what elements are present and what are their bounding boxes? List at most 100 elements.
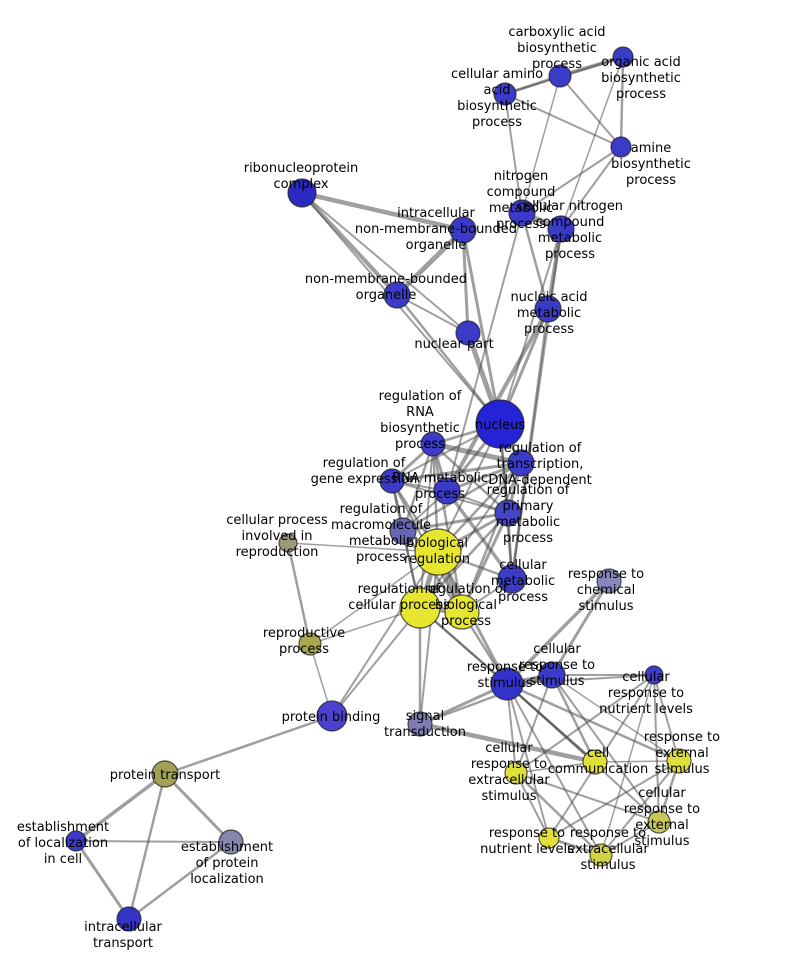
- node-crnutr[interactable]: [644, 665, 664, 685]
- node-crext[interactable]: [647, 810, 671, 834]
- node-pbind[interactable]: [316, 700, 348, 732]
- edge-crextra-crext[interactable]: [515, 772, 660, 823]
- edge-bioreg-repro[interactable]: [309, 551, 439, 645]
- node-cpir[interactable]: [278, 533, 298, 553]
- node-amino[interactable]: [493, 82, 517, 106]
- edge-bioreg-sigtx[interactable]: [419, 551, 439, 725]
- node-crstim[interactable]: [538, 661, 566, 689]
- node-eloc[interactable]: [65, 830, 87, 852]
- edge-ptrans-itrans[interactable]: [127, 772, 167, 921]
- node-crextra[interactable]: [504, 761, 528, 785]
- edge-crextra-rextra[interactable]: [514, 771, 603, 857]
- edge-amino-nitro[interactable]: [504, 93, 523, 214]
- node-rext[interactable]: [666, 748, 692, 774]
- node-rnp[interactable]: [287, 178, 317, 208]
- node-regtx[interactable]: [507, 449, 535, 477]
- edge-pbind-ptrans[interactable]: [163, 714, 334, 776]
- node-amine[interactable]: [610, 136, 632, 158]
- edge-regtx-regbio[interactable]: [460, 461, 523, 614]
- edge-rnamet-cellmet[interactable]: [445, 489, 514, 581]
- node-ptrans[interactable]: [151, 760, 179, 788]
- edge-crextra-rnutr[interactable]: [515, 772, 550, 839]
- node-rstim[interactable]: [490, 667, 524, 701]
- edge-rstim-rchem[interactable]: [505, 579, 611, 686]
- node-ccomm[interactable]: [582, 749, 608, 775]
- node-regrna[interactable]: [420, 431, 446, 457]
- edge-crstim-rext[interactable]: [551, 674, 680, 762]
- node-npart[interactable]: [455, 320, 481, 346]
- edge-crnutr-rext[interactable]: [653, 674, 680, 762]
- edge-inmb-nucleus[interactable]: [461, 228, 502, 426]
- node-regcell[interactable]: [399, 587, 441, 629]
- edge-crnutr-crext[interactable]: [653, 674, 660, 823]
- edge-carb-amine[interactable]: [559, 75, 622, 148]
- node-organic[interactable]: [612, 46, 634, 68]
- node-regmacro[interactable]: [389, 517, 417, 545]
- edge-rstim-rext[interactable]: [505, 682, 681, 763]
- edge-cpir-repro[interactable]: [286, 541, 312, 646]
- edge-ptrans-eprot[interactable]: [163, 772, 233, 844]
- node-bioreg[interactable]: [414, 528, 462, 576]
- edge-bioreg-cpir[interactable]: [287, 542, 439, 553]
- edge-regtx-reggene[interactable]: [390, 461, 523, 483]
- edge-organic-cnitro[interactable]: [560, 56, 624, 230]
- edge-rnp-nucleus[interactable]: [301, 192, 501, 425]
- edge-regprim-regbio[interactable]: [460, 511, 510, 614]
- edge-eloc-eprot[interactable]: [75, 840, 232, 843]
- node-regbio[interactable]: [444, 594, 480, 630]
- node-rextra[interactable]: [589, 843, 613, 867]
- edge-regrna-regbio[interactable]: [431, 442, 464, 614]
- edge-inmb-nmb[interactable]: [394, 227, 466, 298]
- edge-crstim-rchem[interactable]: [550, 579, 611, 677]
- node-rchem[interactable]: [596, 568, 622, 594]
- edge-regprim-regmacro[interactable]: [401, 511, 510, 533]
- edge-ccomm-rext[interactable]: [594, 760, 680, 763]
- edge-rnp-npart[interactable]: [301, 192, 469, 334]
- node-regprim[interactable]: [494, 499, 522, 527]
- edge-rstim-crext[interactable]: [506, 683, 660, 823]
- edge-crstim-crextra[interactable]: [515, 674, 553, 774]
- node-rnamet[interactable]: [433, 477, 461, 505]
- node-repro[interactable]: [298, 632, 322, 656]
- edge-crnutr-rextra[interactable]: [600, 674, 655, 856]
- edge-inmb-npart[interactable]: [461, 228, 470, 335]
- edge-nitro-nacid[interactable]: [520, 211, 550, 311]
- edge-amino-amine[interactable]: [504, 93, 622, 148]
- edge-regcell-pbind[interactable]: [331, 607, 421, 717]
- edge-nacid-cellmet[interactable]: [510, 307, 550, 581]
- edge-bioreg-pbind[interactable]: [331, 551, 439, 717]
- edge-carb-nitro[interactable]: [521, 75, 561, 214]
- edge-regrna-regtx[interactable]: [430, 441, 524, 466]
- edge-ccomm-crextra[interactable]: [515, 761, 596, 774]
- node-carb[interactable]: [548, 64, 572, 88]
- edge-rstim-rnutr[interactable]: [506, 683, 550, 839]
- edge-regrna-regprim[interactable]: [431, 442, 510, 515]
- node-cellmet[interactable]: [497, 564, 527, 594]
- node-itrans[interactable]: [116, 906, 142, 932]
- node-reggene[interactable]: [379, 468, 405, 494]
- edge-crstim-sigtx[interactable]: [418, 673, 554, 726]
- edge-rext-rextra[interactable]: [600, 760, 680, 856]
- edge-nmb-nucleus[interactable]: [395, 293, 502, 426]
- edge-crstim-ccomm[interactable]: [550, 673, 597, 764]
- node-inmb[interactable]: [449, 216, 477, 244]
- edge-cnitro-nucleus[interactable]: [499, 228, 562, 425]
- node-nucleus[interactable]: [475, 399, 525, 449]
- node-rnutr[interactable]: [538, 827, 560, 849]
- edge-ptrans-eloc[interactable]: [74, 772, 167, 843]
- edge-eloc-itrans[interactable]: [74, 839, 131, 921]
- node-nacid[interactable]: [534, 295, 562, 323]
- node-nitro[interactable]: [508, 199, 536, 227]
- edge-amine-cnitro[interactable]: [560, 146, 622, 230]
- edge-ccomm-sigtx[interactable]: [417, 721, 598, 765]
- edge-organic-amine[interactable]: [619, 55, 625, 149]
- edge-amine-nitro[interactable]: [521, 146, 622, 214]
- node-nmb[interactable]: [383, 281, 411, 309]
- node-cnitro[interactable]: [547, 215, 575, 243]
- edge-rstim-rextra[interactable]: [506, 683, 602, 856]
- node-eprot[interactable]: [218, 829, 244, 855]
- edge-eprot-itrans[interactable]: [127, 840, 233, 921]
- edge-crnutr-crextra[interactable]: [515, 674, 655, 774]
- edge-rnp-inmb[interactable]: [299, 190, 466, 233]
